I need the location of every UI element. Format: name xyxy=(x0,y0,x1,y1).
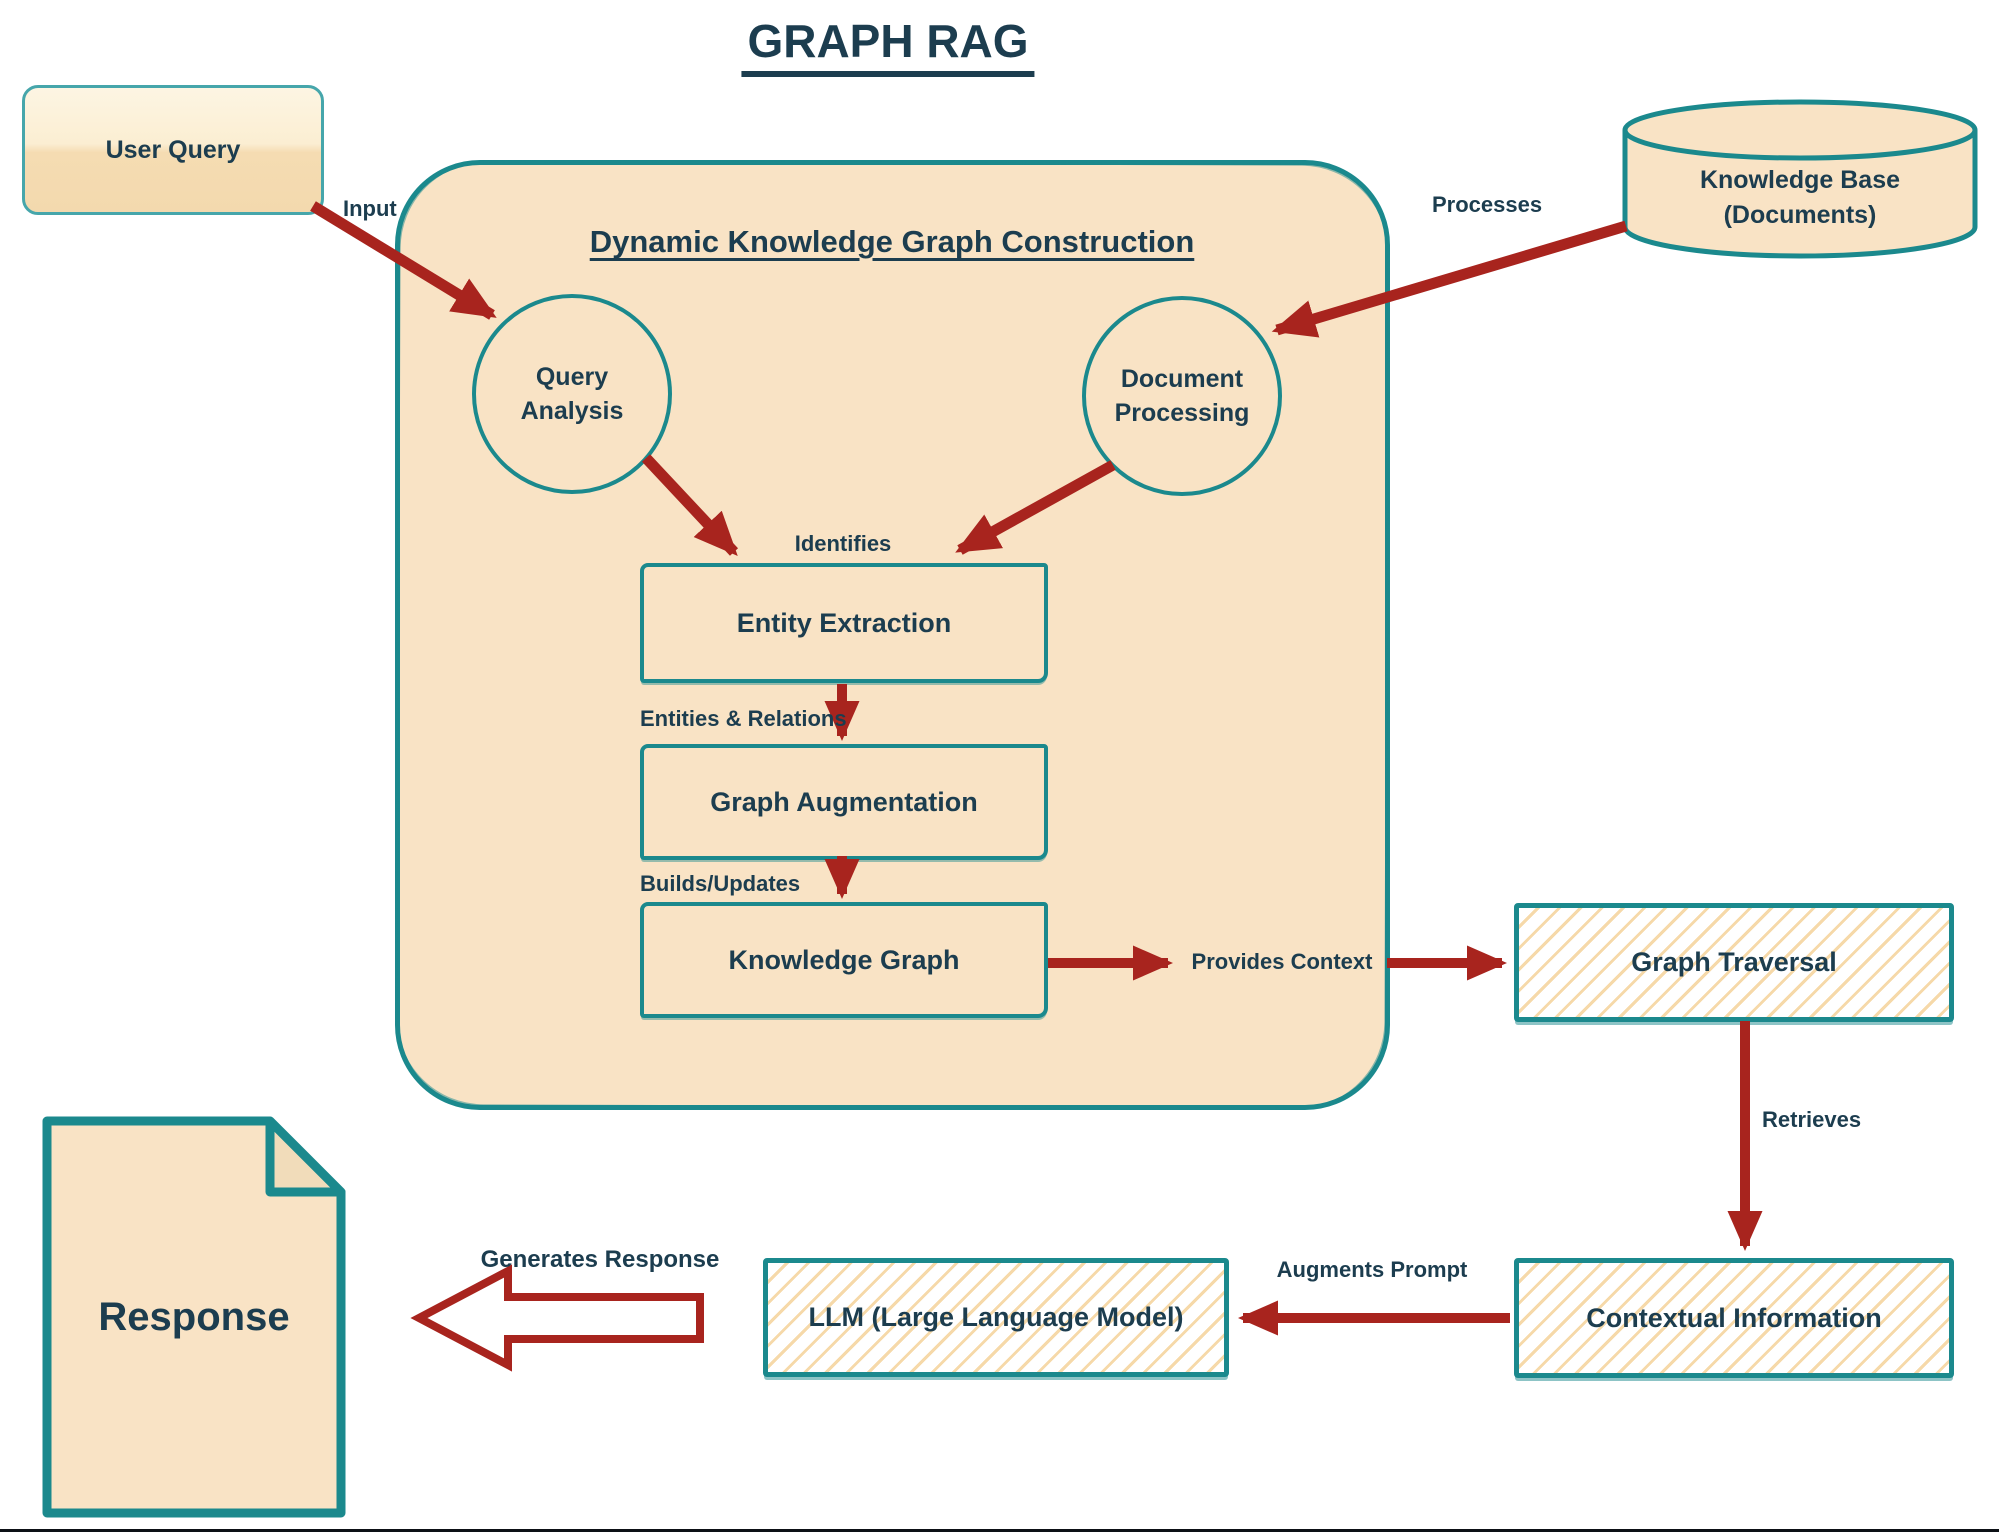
bottom-divider xyxy=(0,1529,1999,1532)
node-graph-augmentation: Graph Augmentation xyxy=(640,744,1048,860)
graph-traversal-label: Graph Traversal xyxy=(1631,947,1837,977)
entity-extraction-label: Entity Extraction xyxy=(736,607,952,638)
cylinder-top xyxy=(1622,99,1978,161)
document-processing-line1: Document xyxy=(1120,365,1244,393)
node-entity-extraction: Entity Extraction xyxy=(640,563,1048,683)
user-query-label: User Query xyxy=(105,135,241,164)
edge-label-processes: Processes xyxy=(1432,192,1543,217)
node-knowledge-graph: Knowledge Graph xyxy=(640,902,1048,1018)
knowledge-base-line1: Knowledge Base xyxy=(1699,166,1901,194)
query-analysis-line1: Query xyxy=(535,363,609,391)
document-processing-line2: Processing xyxy=(1114,399,1250,427)
document-shape xyxy=(42,1116,346,1518)
node-llm: LLM (Large Language Model) xyxy=(763,1258,1229,1377)
node-user-query: User Query xyxy=(22,85,324,215)
cylinder-body xyxy=(1622,130,1978,259)
contextual-information-label: Contextual Information xyxy=(1586,1302,1882,1333)
edge-label-builds-updates: Builds/Updates xyxy=(640,871,801,896)
edge-label-identifies: Identifies xyxy=(794,531,892,556)
node-knowledge-base: Knowledge Base (Documents) xyxy=(1620,163,1980,233)
document-fold-corner xyxy=(265,1116,346,1197)
node-graph-traversal: Graph Traversal xyxy=(1514,903,1954,1022)
edge-label-input: Input xyxy=(343,196,397,221)
edge-label-retrieves: Retrieves xyxy=(1762,1107,1862,1132)
knowledge-base-cylinder xyxy=(1622,99,1978,259)
edge-label-provides-context: Provides Context xyxy=(1191,949,1373,974)
knowledge-graph-label: Knowledge Graph xyxy=(728,944,960,975)
graph-augmentation-label: Graph Augmentation xyxy=(710,786,978,817)
query-analysis-line2: Analysis xyxy=(520,397,624,425)
edge-label-generates-response: Generates Response xyxy=(480,1246,720,1273)
response-label: Response xyxy=(98,1294,290,1339)
container-title: Dynamic Knowledge Graph Construction xyxy=(589,224,1195,259)
node-response: Response xyxy=(47,1121,341,1513)
llm-label: LLM (Large Language Model) xyxy=(808,1302,1184,1332)
edge-label-augments-prompt: Augments Prompt xyxy=(1276,1257,1468,1282)
edge-label-entities-relations: Entities & Relations xyxy=(640,706,847,731)
node-query-analysis: Query Analysis xyxy=(472,294,672,494)
knowledge-base-line2: (Documents) xyxy=(1723,201,1877,229)
page-title: GRAPH RAG xyxy=(741,14,1035,77)
node-contextual-information: Contextual Information xyxy=(1514,1258,1954,1378)
